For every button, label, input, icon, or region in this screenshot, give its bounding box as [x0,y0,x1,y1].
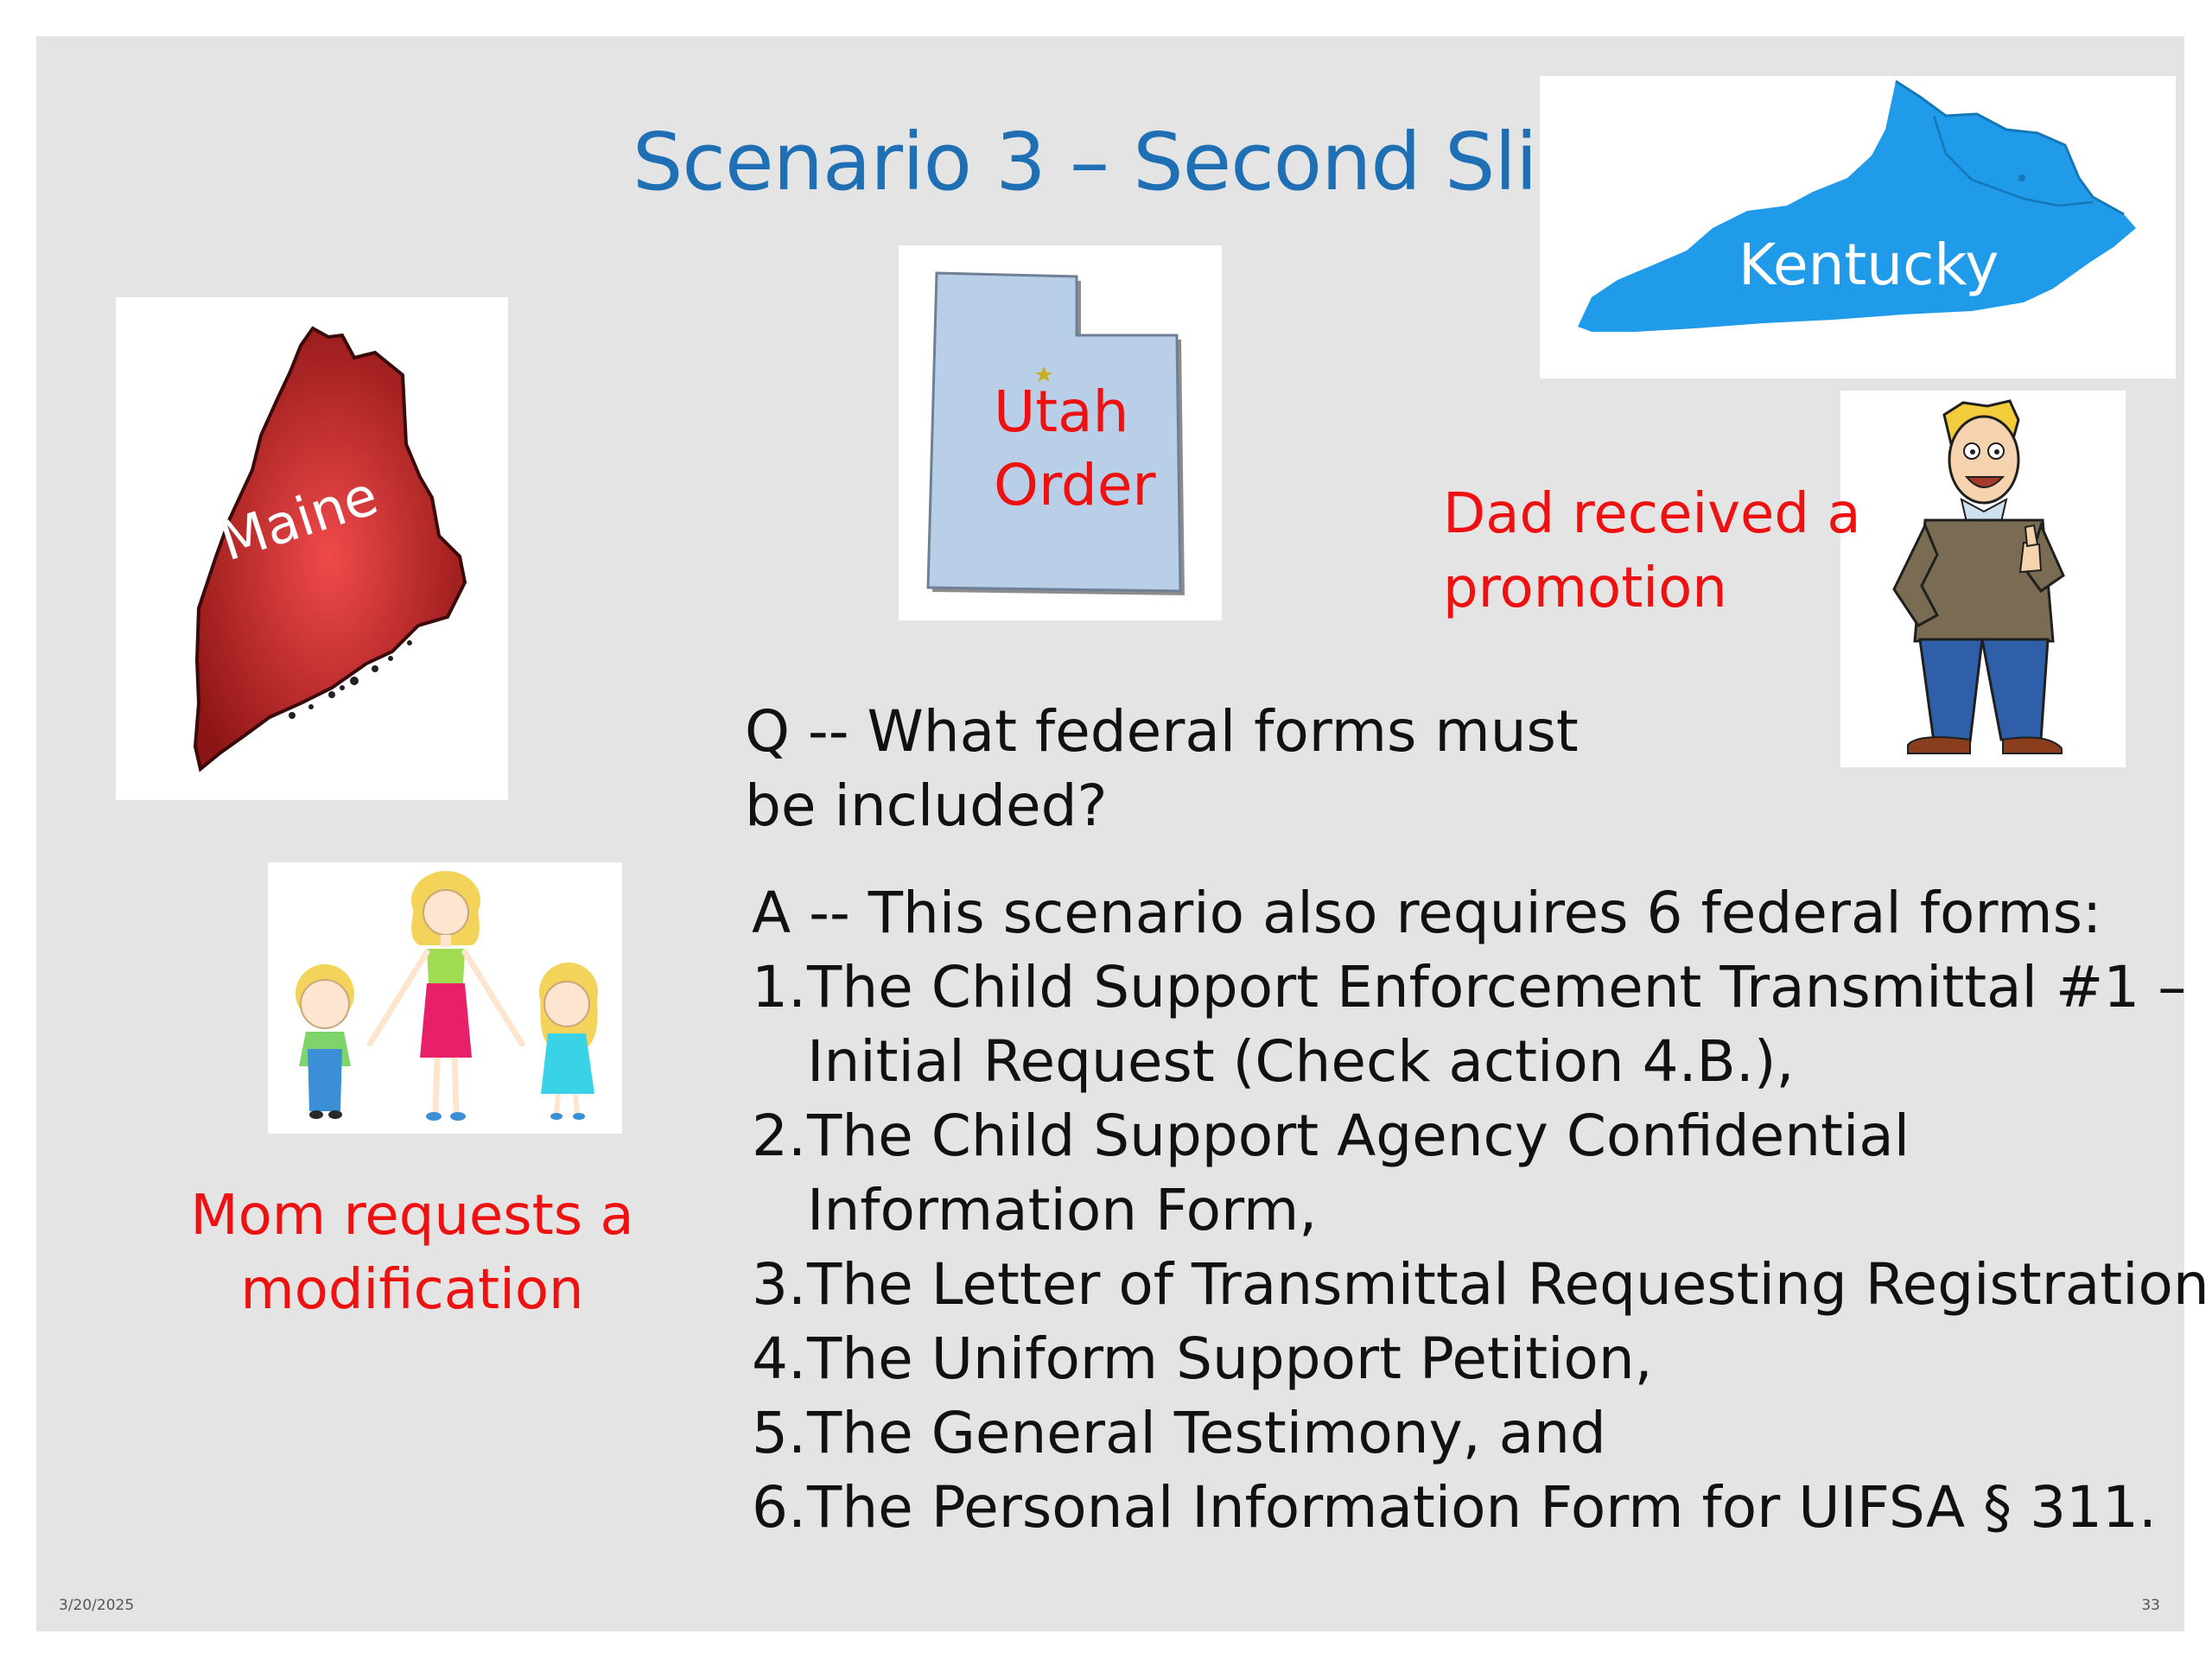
utah-map: Utah Order [899,245,1222,620]
mom-caption: Mom requests a modification [166,1179,658,1327]
answer-block: A -- This scenario also requires 6 feder… [752,876,2212,1545]
answer-item-line: Information Form, [807,1177,1318,1243]
maine-map: Maine [116,297,508,800]
utah-map-graphic [926,271,1185,595]
utah-label-line1: Utah [994,378,1129,445]
utah-label-line2: Order [994,452,1156,518]
answer-item-text: The General Testimony, and [807,1396,1606,1471]
question-line1: Q -- What federal forms must [745,698,1579,765]
question-line2: be included? [745,772,1108,839]
dad-illustration [1840,391,2126,767]
answer-item-text: The Uniform Support Petition, [807,1322,1653,1396]
mom-caption-line2: modification [240,1258,584,1322]
answer-item-number: 2. [752,1103,806,1169]
maine-map-graphic [193,326,467,772]
kentucky-map: Kentucky [1540,76,2176,378]
answer-item-line: Initial Request (Check action 4.B.), [807,1028,1795,1095]
answer-item-line: The Child Support Enforcement Transmitta… [807,954,2187,1020]
answer-item: 6. The Personal Information Form for UIF… [752,1471,2212,1545]
dad-caption-line2: promotion [1443,556,1727,620]
slide-title: Scenario 3 – Second Slide [632,116,1636,208]
answer-item-number: 1. [752,954,806,1020]
dad-caption: Dad received a promotion [1443,477,1861,626]
answer-item: 1. The Child Support Enforcement Transmi… [752,950,2212,1099]
mom-and-kids-illustration [268,862,622,1134]
footer-date: 3/20/2025 [59,1597,135,1614]
answer-item-text: The Personal Information Form for UIFSA … [807,1471,2157,1545]
answer-item: 3. The Letter of Transmittal Requesting … [752,1248,2212,1322]
answer-item-text: The Letter of Transmittal Requesting Reg… [807,1248,2212,1322]
mom-caption-line1: Mom requests a [190,1184,634,1248]
answer-item: 2. The Child Support Agency Confidential… [752,1099,2212,1248]
answer-item-line: The Personal Information Form for UIFSA … [807,1474,2158,1541]
mom-and-kids-graphic [296,871,598,1121]
answer-item-number: 5. [752,1400,806,1466]
answer-item-line: The General Testimony, and [807,1400,1606,1466]
answer-intro: A -- This scenario also requires 6 feder… [752,880,2102,946]
answer-item: 4. The Uniform Support Petition, [752,1322,2212,1396]
slide-number: 33 [2141,1597,2160,1614]
answer-item-number: 3. [752,1251,806,1318]
dad-caption-line1: Dad received a [1443,482,1861,546]
answer-item-text: The Child Support Enforcement Transmitta… [807,950,2186,1099]
question-text: Q -- What federal forms must be included… [745,695,1579,843]
answer-item-line: The Uniform Support Petition, [807,1325,1653,1392]
answer-item: 5. The General Testimony, and [752,1396,2212,1471]
slide: Scenario 3 – Second Slide Maine [36,36,2212,1631]
answer-item-text: The Child Support Agency Confidential In… [807,1099,1910,1248]
answer-item-number: 6. [752,1474,806,1541]
answer-item-line: The Child Support Agency Confidential [807,1103,1910,1169]
utah-label: Utah Order [994,375,1156,522]
dad-figure-graphic [1892,399,2065,754]
answer-item-line: The Letter of Transmittal Requesting Reg… [807,1251,2212,1318]
kentucky-label: Kentucky [1738,232,1999,298]
answer-item-number: 4. [752,1325,806,1392]
kentucky-map-graphic [1578,79,2136,332]
